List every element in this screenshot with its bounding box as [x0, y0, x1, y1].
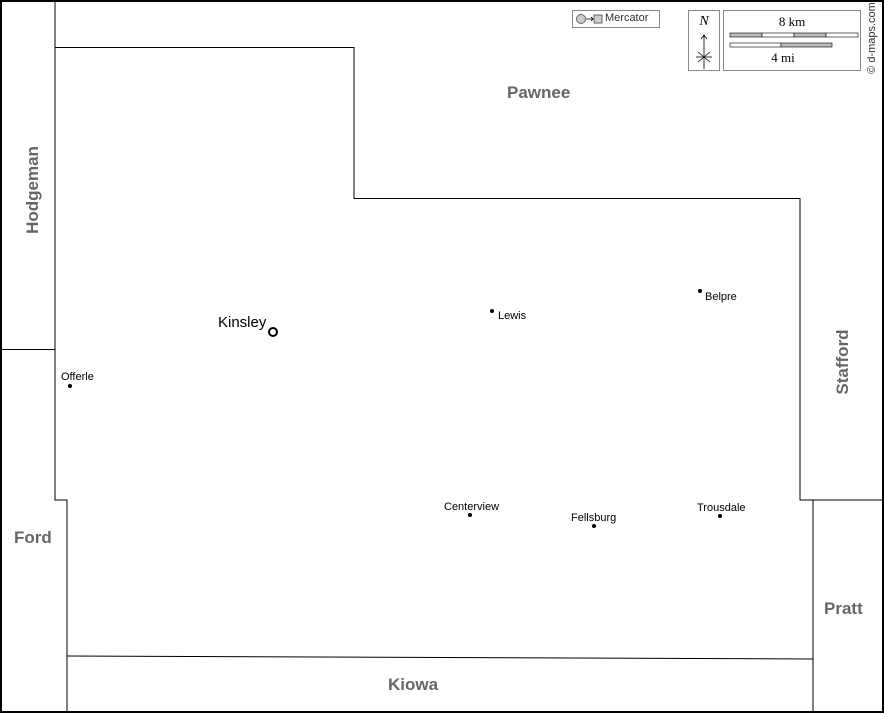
- county-label-stafford: Stafford: [833, 329, 852, 395]
- county-seat-marker-icon: [268, 327, 278, 337]
- county-label-kiowa: Kiowa: [388, 675, 439, 694]
- town-dot-icon: [718, 514, 722, 518]
- compass-icon: [696, 34, 712, 69]
- north-label: N: [699, 14, 709, 29]
- town-dot-icon: [592, 524, 596, 528]
- credit-label: © d-maps.com: [866, 2, 878, 74]
- county-label-ford: Ford: [14, 528, 52, 547]
- town-dot-icon: [490, 309, 494, 313]
- scale-mi-label: 4 mi: [771, 50, 795, 65]
- town-dot-icon: [68, 384, 72, 388]
- town-label-centerview: Centerview: [444, 501, 500, 513]
- scale-km-label: 8 km: [778, 14, 806, 29]
- town-label-trousdale: Trousdale: [697, 502, 746, 514]
- town-label-offerle: Offerle: [61, 371, 94, 383]
- projection-legend: Mercator: [572, 10, 660, 28]
- projection-label: Mercator: [605, 12, 649, 24]
- scale-bar: 8 km 4 mi: [723, 10, 861, 71]
- county-label-hodgeman: Hodgeman: [23, 146, 42, 234]
- town-dot-icon: [468, 513, 472, 517]
- county-label-pawnee: Pawnee: [507, 83, 571, 102]
- scale-bar-graphic: [729, 32, 859, 48]
- town-dot-icon: [698, 289, 702, 293]
- town-label-lewis: Lewis: [498, 310, 527, 322]
- circle-to-square-icon: [576, 14, 603, 24]
- county-label-pratt: Pratt: [824, 599, 863, 618]
- north-arrow: N: [688, 10, 720, 71]
- town-label-fellsburg: Fellsburg: [571, 512, 617, 524]
- county-seat-label: Kinsley: [218, 314, 267, 331]
- town-label-belpre: Belpre: [705, 291, 737, 303]
